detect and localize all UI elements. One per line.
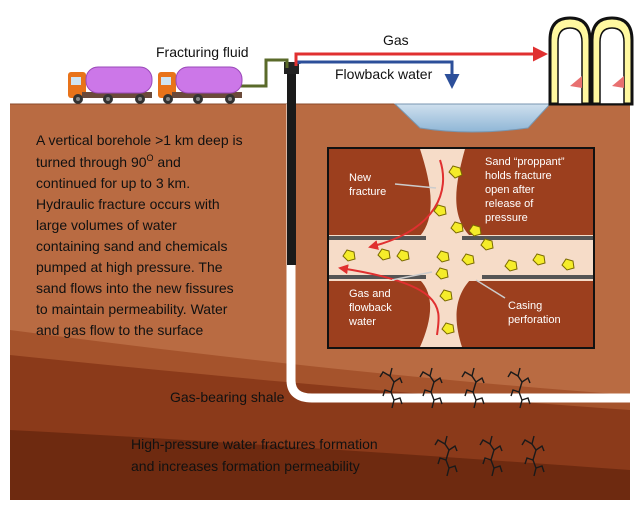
casing-wall-top-left — [329, 236, 426, 240]
leader-gas-flowback — [391, 271, 433, 281]
proppant-grain — [435, 267, 449, 280]
proppant-grain — [436, 250, 450, 263]
flowback-water-label: Flowback water — [335, 66, 433, 82]
flow-arrow-lower — [338, 264, 440, 336]
leader-new-fracture — [394, 183, 437, 189]
fracture-squiggle — [479, 435, 503, 477]
description-line: A vertical borehole >1 km deep is — [36, 132, 243, 148]
degree-superscript: O — [147, 153, 154, 163]
description-line: turned through 90 — [36, 154, 147, 170]
proppant-grain — [504, 259, 518, 272]
borehole-casing — [287, 70, 296, 265]
fracture-squiggle — [507, 367, 531, 409]
tanker-truck-1 — [68, 66, 153, 104]
casing-wall-top-right — [462, 236, 593, 240]
proppant-grain — [480, 238, 494, 251]
bottom-caption-line1: High-pressure water fractures formation — [131, 436, 378, 452]
casing-wall-bottom-right — [482, 275, 593, 279]
description-line: and gas flow to the surface — [36, 322, 204, 338]
fracture-squiggle — [461, 367, 485, 409]
description-line: large volumes of water — [36, 217, 177, 233]
proppant-grains — [342, 165, 575, 335]
gas-pipe — [294, 46, 548, 66]
new-fracture-label: New fracture — [349, 172, 386, 198]
fracture-squiggle — [521, 435, 545, 477]
fracture-detail-inset: New fracture Sand “proppant” holds fract… — [327, 147, 595, 349]
gas-label: Gas — [383, 32, 409, 48]
proppant-grain — [468, 224, 482, 237]
leader-casing-perforation — [475, 279, 506, 299]
proppant-grain — [342, 249, 356, 262]
description-text: A vertical borehole >1 km deep is turned… — [36, 132, 247, 338]
inset-fracture — [420, 149, 470, 347]
proppant-grain — [441, 322, 455, 335]
fracture-squiggle — [434, 435, 458, 477]
shale-fractures-lower — [434, 435, 545, 477]
gas-bearing-shale-label: Gas-bearing shale — [170, 389, 285, 405]
shale-layer-dark — [10, 430, 630, 500]
gas-and-flowback-label: Gas and flowback water — [348, 288, 395, 328]
proppant-grain — [532, 253, 546, 266]
casing-wall-bottom-left — [329, 275, 426, 279]
proppant-grain — [450, 221, 464, 234]
proppant-grain — [461, 253, 475, 266]
flowback-pond — [393, 103, 552, 133]
proppant-label: Sand “proppant” holds fracture open afte… — [485, 156, 568, 224]
description-line: pumped at high pressure. The — [36, 259, 223, 275]
description-line: Hydraulic fracture occurs with — [36, 196, 220, 212]
fracturing-fluid-pipe — [230, 58, 289, 88]
casing-perforation-label: Casing perforation — [508, 300, 561, 326]
gas-storage-silo-1 — [548, 16, 592, 106]
fracture-squiggle — [379, 367, 403, 409]
proppant-grain — [561, 258, 575, 271]
fracturing-fluid-label: Fracturing fluid — [156, 44, 249, 60]
fracture-squiggle — [419, 367, 443, 409]
proppant-grain — [377, 248, 391, 261]
borehole — [286, 104, 630, 403]
proppant-grain — [396, 249, 410, 262]
proppant-grain — [448, 165, 463, 179]
proppant-grain — [439, 289, 453, 302]
description-line: sand flows into the new fissures — [36, 280, 234, 296]
flow-arrow-upper — [368, 159, 445, 250]
flowback-water-pipe — [297, 60, 460, 89]
description-line-tail: and — [154, 154, 181, 170]
shale-fractures-upper — [379, 367, 531, 409]
bottom-caption-line2: and increases formation permeability — [131, 458, 360, 474]
proppant-grain — [433, 204, 447, 217]
gas-storage-silo-2 — [590, 16, 634, 106]
description-line: containing sand and chemicals — [36, 238, 227, 254]
tanker-truck-2 — [158, 66, 243, 104]
description-line: to maintain permeability. Water — [36, 301, 228, 317]
description-line: continued for up to 3 km. — [36, 175, 190, 191]
